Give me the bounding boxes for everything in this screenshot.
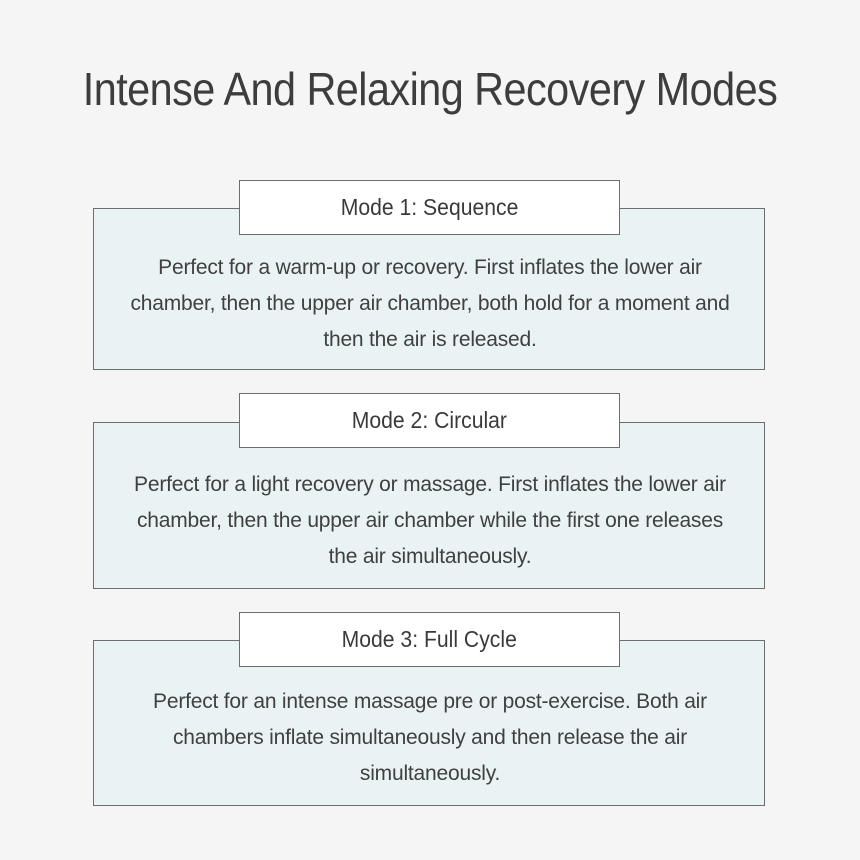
mode-1-label: Mode 1: Sequence <box>340 194 519 220</box>
mode-1-label-box: Mode 1: Sequence <box>239 180 620 235</box>
mode-2-label: Mode 2: Circular <box>351 407 508 433</box>
mode-3-label: Mode 3: Full Cycle <box>341 626 518 652</box>
mode-2-description: Perfect for a light recovery or massage.… <box>134 473 726 568</box>
mode-3-description: Perfect for an intense massage pre or po… <box>153 690 707 785</box>
mode-3-label-box: Mode 3: Full Cycle <box>239 612 620 667</box>
page-title: Intense And Relaxing Recovery Modes <box>82 63 778 115</box>
mode-2-card <box>93 422 765 589</box>
mode-1-card <box>93 208 765 370</box>
mode-2-label-box: Mode 2: Circular <box>239 393 620 448</box>
mode-3-card <box>93 640 765 806</box>
mode-1-description: Perfect for a warm-up or recovery. First… <box>130 256 730 351</box>
